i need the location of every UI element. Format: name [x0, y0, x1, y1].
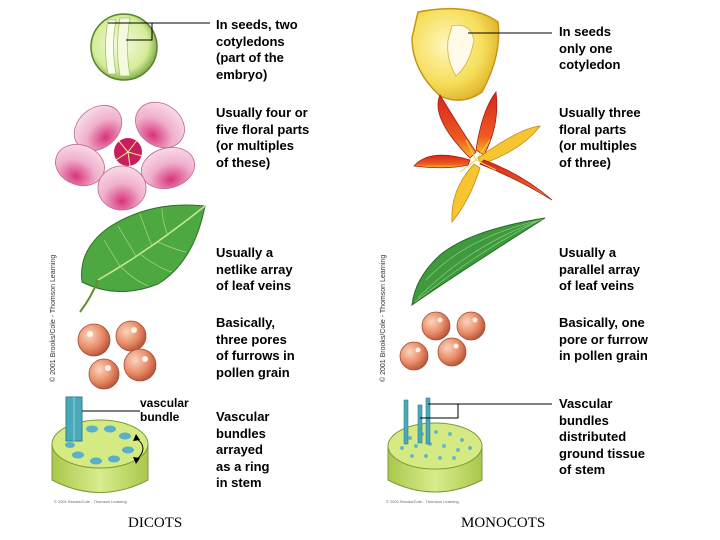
dicot-flower-text: Usually four or five floral parts (or mu… — [216, 105, 309, 171]
credit-right: © 2001 Brooks/Cole - Thomson Learning — [380, 255, 387, 382]
monocot-leaf-text: Usually a parallel array of leaf veins — [559, 245, 640, 295]
monocot-pollen-text: Basically, one pore or furrow in pollen … — [559, 315, 648, 365]
monocot-flower-text: Usually three floral parts (or multiples… — [559, 105, 641, 171]
credit-left: © 2001 Brooks/Cole - Thomson Learning — [50, 255, 57, 382]
monocot-stem-text: Vascular bundles distributed ground tiss… — [559, 396, 645, 479]
monocot-flower — [414, 92, 552, 222]
vascular-bundle-label: vascular bundle — [140, 396, 189, 424]
dicot-flower — [50, 93, 200, 210]
dicot-stem — [52, 397, 148, 493]
monocot-seed-text: In seeds only one cotyledon — [559, 24, 620, 74]
monocots-caption: MONOCOTS — [461, 515, 545, 532]
dicot-leaf-text: Usually a netlike array of leaf veins — [216, 245, 293, 295]
dicot-seed — [91, 14, 210, 80]
dicot-pollen — [78, 321, 156, 389]
monocot-leaf — [412, 218, 545, 305]
dicots-caption: DICOTS — [128, 515, 182, 532]
small-credit-left: © 2001 Brooks/Cole - Thomson Learning — [54, 499, 127, 504]
dicot-leaf — [80, 205, 205, 312]
small-credit-right: © 2001 Brooks/Cole - Thomson Learning — [386, 499, 459, 504]
monocot-seed — [412, 9, 552, 101]
dicot-pollen-text: Basically, three pores of furrows in pol… — [216, 315, 295, 381]
monocot-pollen — [400, 312, 485, 370]
dicot-seed-text: In seeds, two cotyledons (part of the em… — [216, 17, 298, 83]
monocot-stem — [388, 398, 552, 492]
dicot-stem-text: Vascular bundles arrayed as a ring in st… — [216, 409, 270, 492]
